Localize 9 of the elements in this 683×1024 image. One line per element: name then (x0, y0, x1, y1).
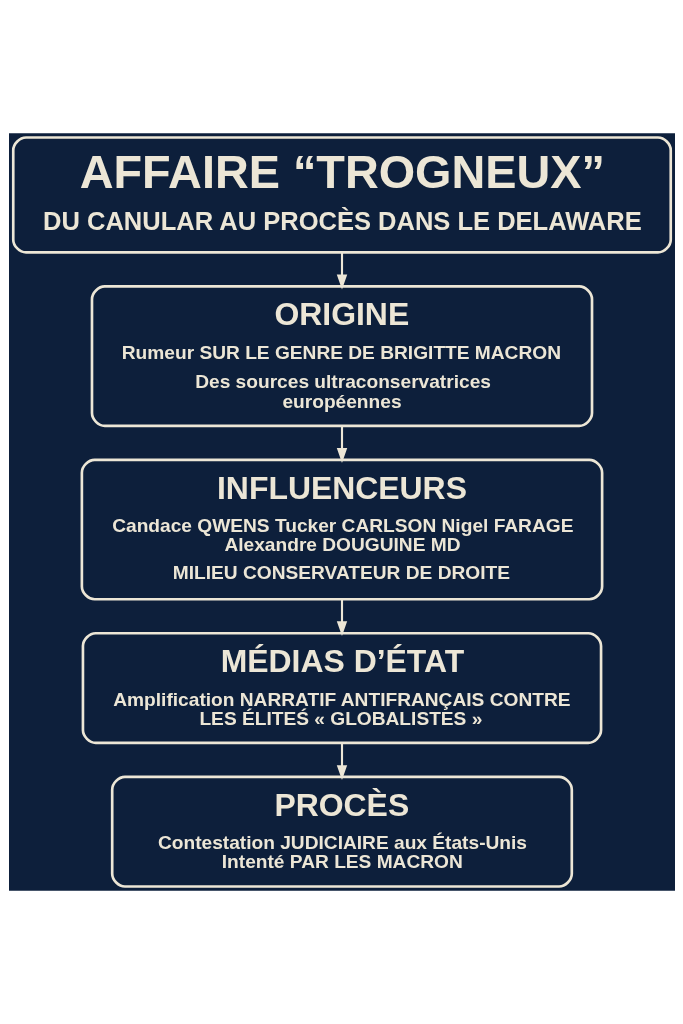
node-box: PROCÈS Contestation JUDICIAIRE aux États-Unis Intenté PAR LES MACRON (110, 775, 573, 888)
arrow (336, 252, 347, 290)
node-box: MÉDIAS D’ÉTAT Amplification NARRATIF ANTIFRANÇAIS CONTRE LES ÉLITEŚ « GLOBALISTES » (81, 631, 602, 745)
arrow (336, 599, 347, 637)
node-box: INFLUENCEURS Candace QWENS Tucker CARLSON Nigel FARAGE Alexandre DOUGUINE MD MILIEU CONSERVATEUR DE DROITE (80, 458, 603, 601)
arrow (336, 743, 347, 781)
node-box: ORIGINE Rumeur SUR LE GENRE DE BRIGITTE MACRON Des sources ultraconservatrices européennes (90, 285, 593, 428)
arrow (336, 425, 347, 463)
node-box: AFFAIRE “TROGNEUX” DU CANULAR AU PROCÈS DANS LE DELAWARE (11, 136, 672, 254)
